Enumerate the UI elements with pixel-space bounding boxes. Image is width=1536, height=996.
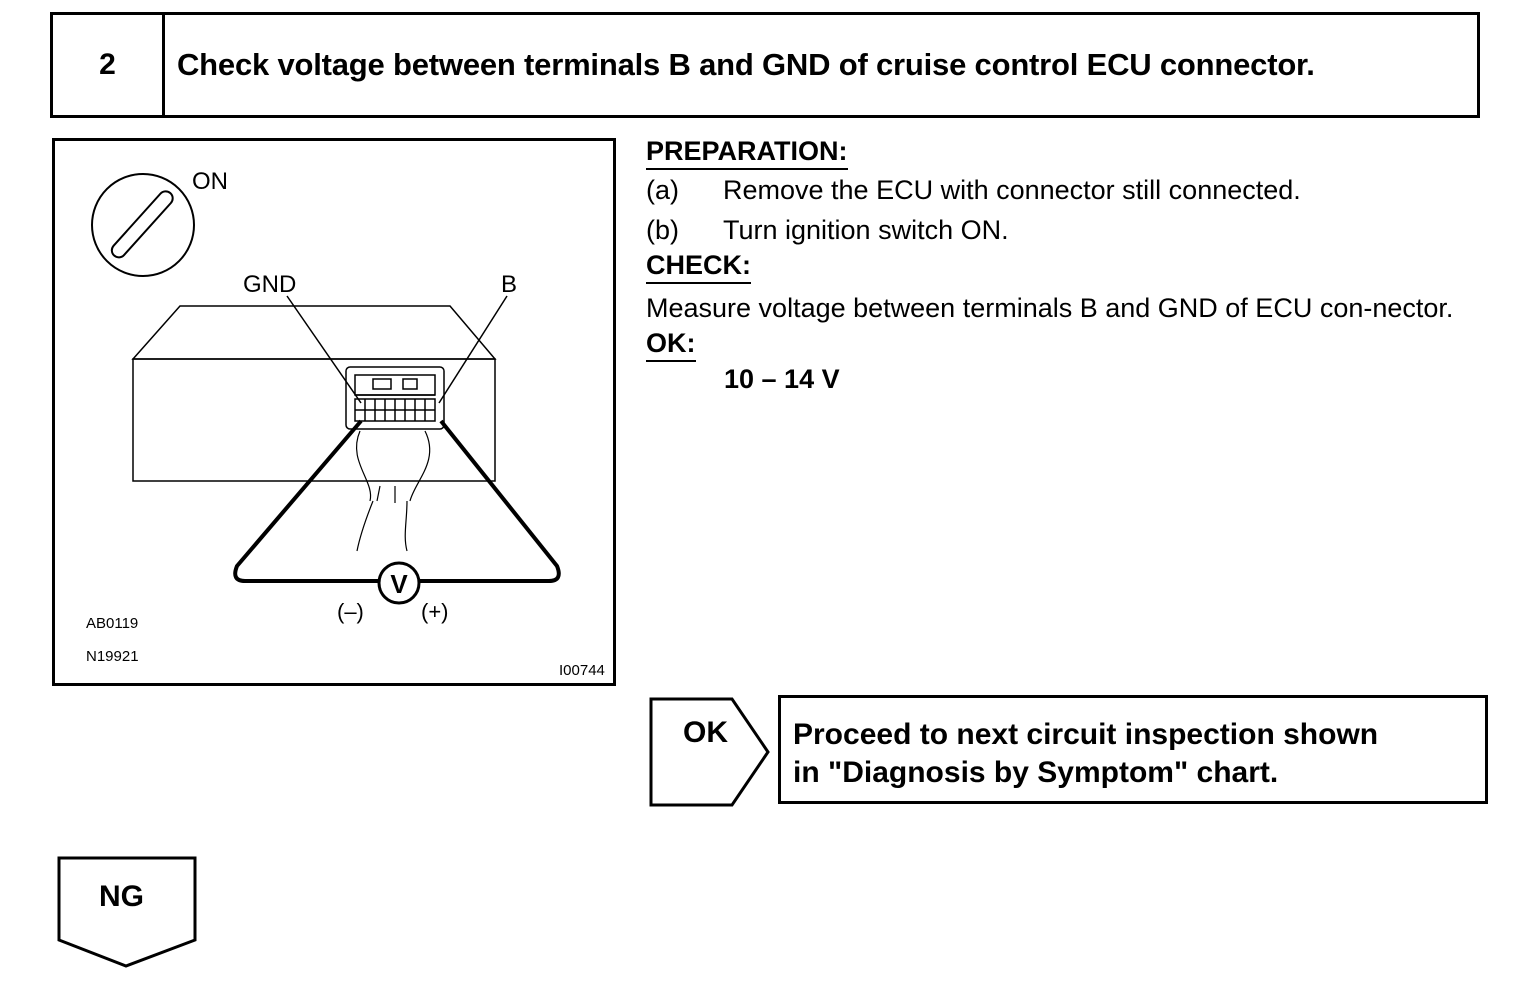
step-header: 2 Check voltage between terminals B and … bbox=[50, 12, 1480, 118]
b-leader-line bbox=[438, 295, 508, 404]
b-terminal-label: B bbox=[501, 271, 517, 298]
test-leads bbox=[233, 419, 561, 583]
figure-code: I00744 bbox=[559, 662, 605, 679]
ok-value: 10 – 14 V bbox=[724, 364, 840, 394]
step-title: Check voltage between terminals B and GN… bbox=[177, 47, 1315, 82]
check-heading: CHECK: bbox=[646, 250, 751, 284]
negative-lead-label: (–) bbox=[337, 599, 364, 624]
ng-result-label: NG bbox=[99, 880, 144, 913]
ignition-switch-icon bbox=[91, 173, 195, 277]
ok-heading: OK: bbox=[646, 328, 696, 362]
step-number: 2 bbox=[53, 15, 165, 115]
ecu-diagram-svg: ON GND B bbox=[91, 168, 561, 624]
figure-code: N19921 bbox=[86, 648, 139, 665]
ok-result-text-line1: Proceed to next circuit inspection shown bbox=[793, 718, 1379, 751]
voltmeter-icon bbox=[377, 561, 421, 605]
wire-harness bbox=[355, 430, 431, 552]
switch-on-label: ON bbox=[192, 168, 228, 195]
preparation-heading: PREPARATION: bbox=[646, 136, 848, 170]
voltmeter-label: V bbox=[390, 569, 408, 599]
ok-result-text-line2: in "Diagnosis by Symptom" chart. bbox=[793, 756, 1279, 789]
gnd-leader-line bbox=[286, 295, 362, 404]
ecu-illustration: ON GND B bbox=[52, 138, 616, 686]
figure-code: AB0119 bbox=[86, 615, 139, 632]
ecu-body bbox=[131, 305, 497, 482]
step-letter: (a) bbox=[646, 175, 679, 205]
ok-result-box: Proceed to next circuit inspection shown… bbox=[778, 695, 1488, 804]
ng-arrow-icon bbox=[57, 856, 197, 968]
ok-arrow-icon bbox=[649, 697, 770, 807]
positive-lead-label: (+) bbox=[421, 599, 449, 624]
gnd-terminal-label: GND bbox=[243, 271, 296, 298]
step-letter: (b) bbox=[646, 215, 679, 245]
instructions: PREPARATION: (a) Remove the ECU with con… bbox=[646, 136, 1486, 395]
ecu-connector bbox=[345, 366, 445, 430]
step-text: Turn ignition switch ON. bbox=[723, 215, 1009, 245]
check-text: Measure voltage between terminals B and … bbox=[646, 293, 1454, 323]
preparation-step: (b) Turn ignition switch ON. bbox=[646, 210, 1486, 250]
ok-result-label: OK bbox=[683, 716, 728, 749]
step-text: Remove the ECU with connector still conn… bbox=[723, 175, 1301, 205]
preparation-step: (a) Remove the ECU with connector still … bbox=[646, 170, 1486, 210]
